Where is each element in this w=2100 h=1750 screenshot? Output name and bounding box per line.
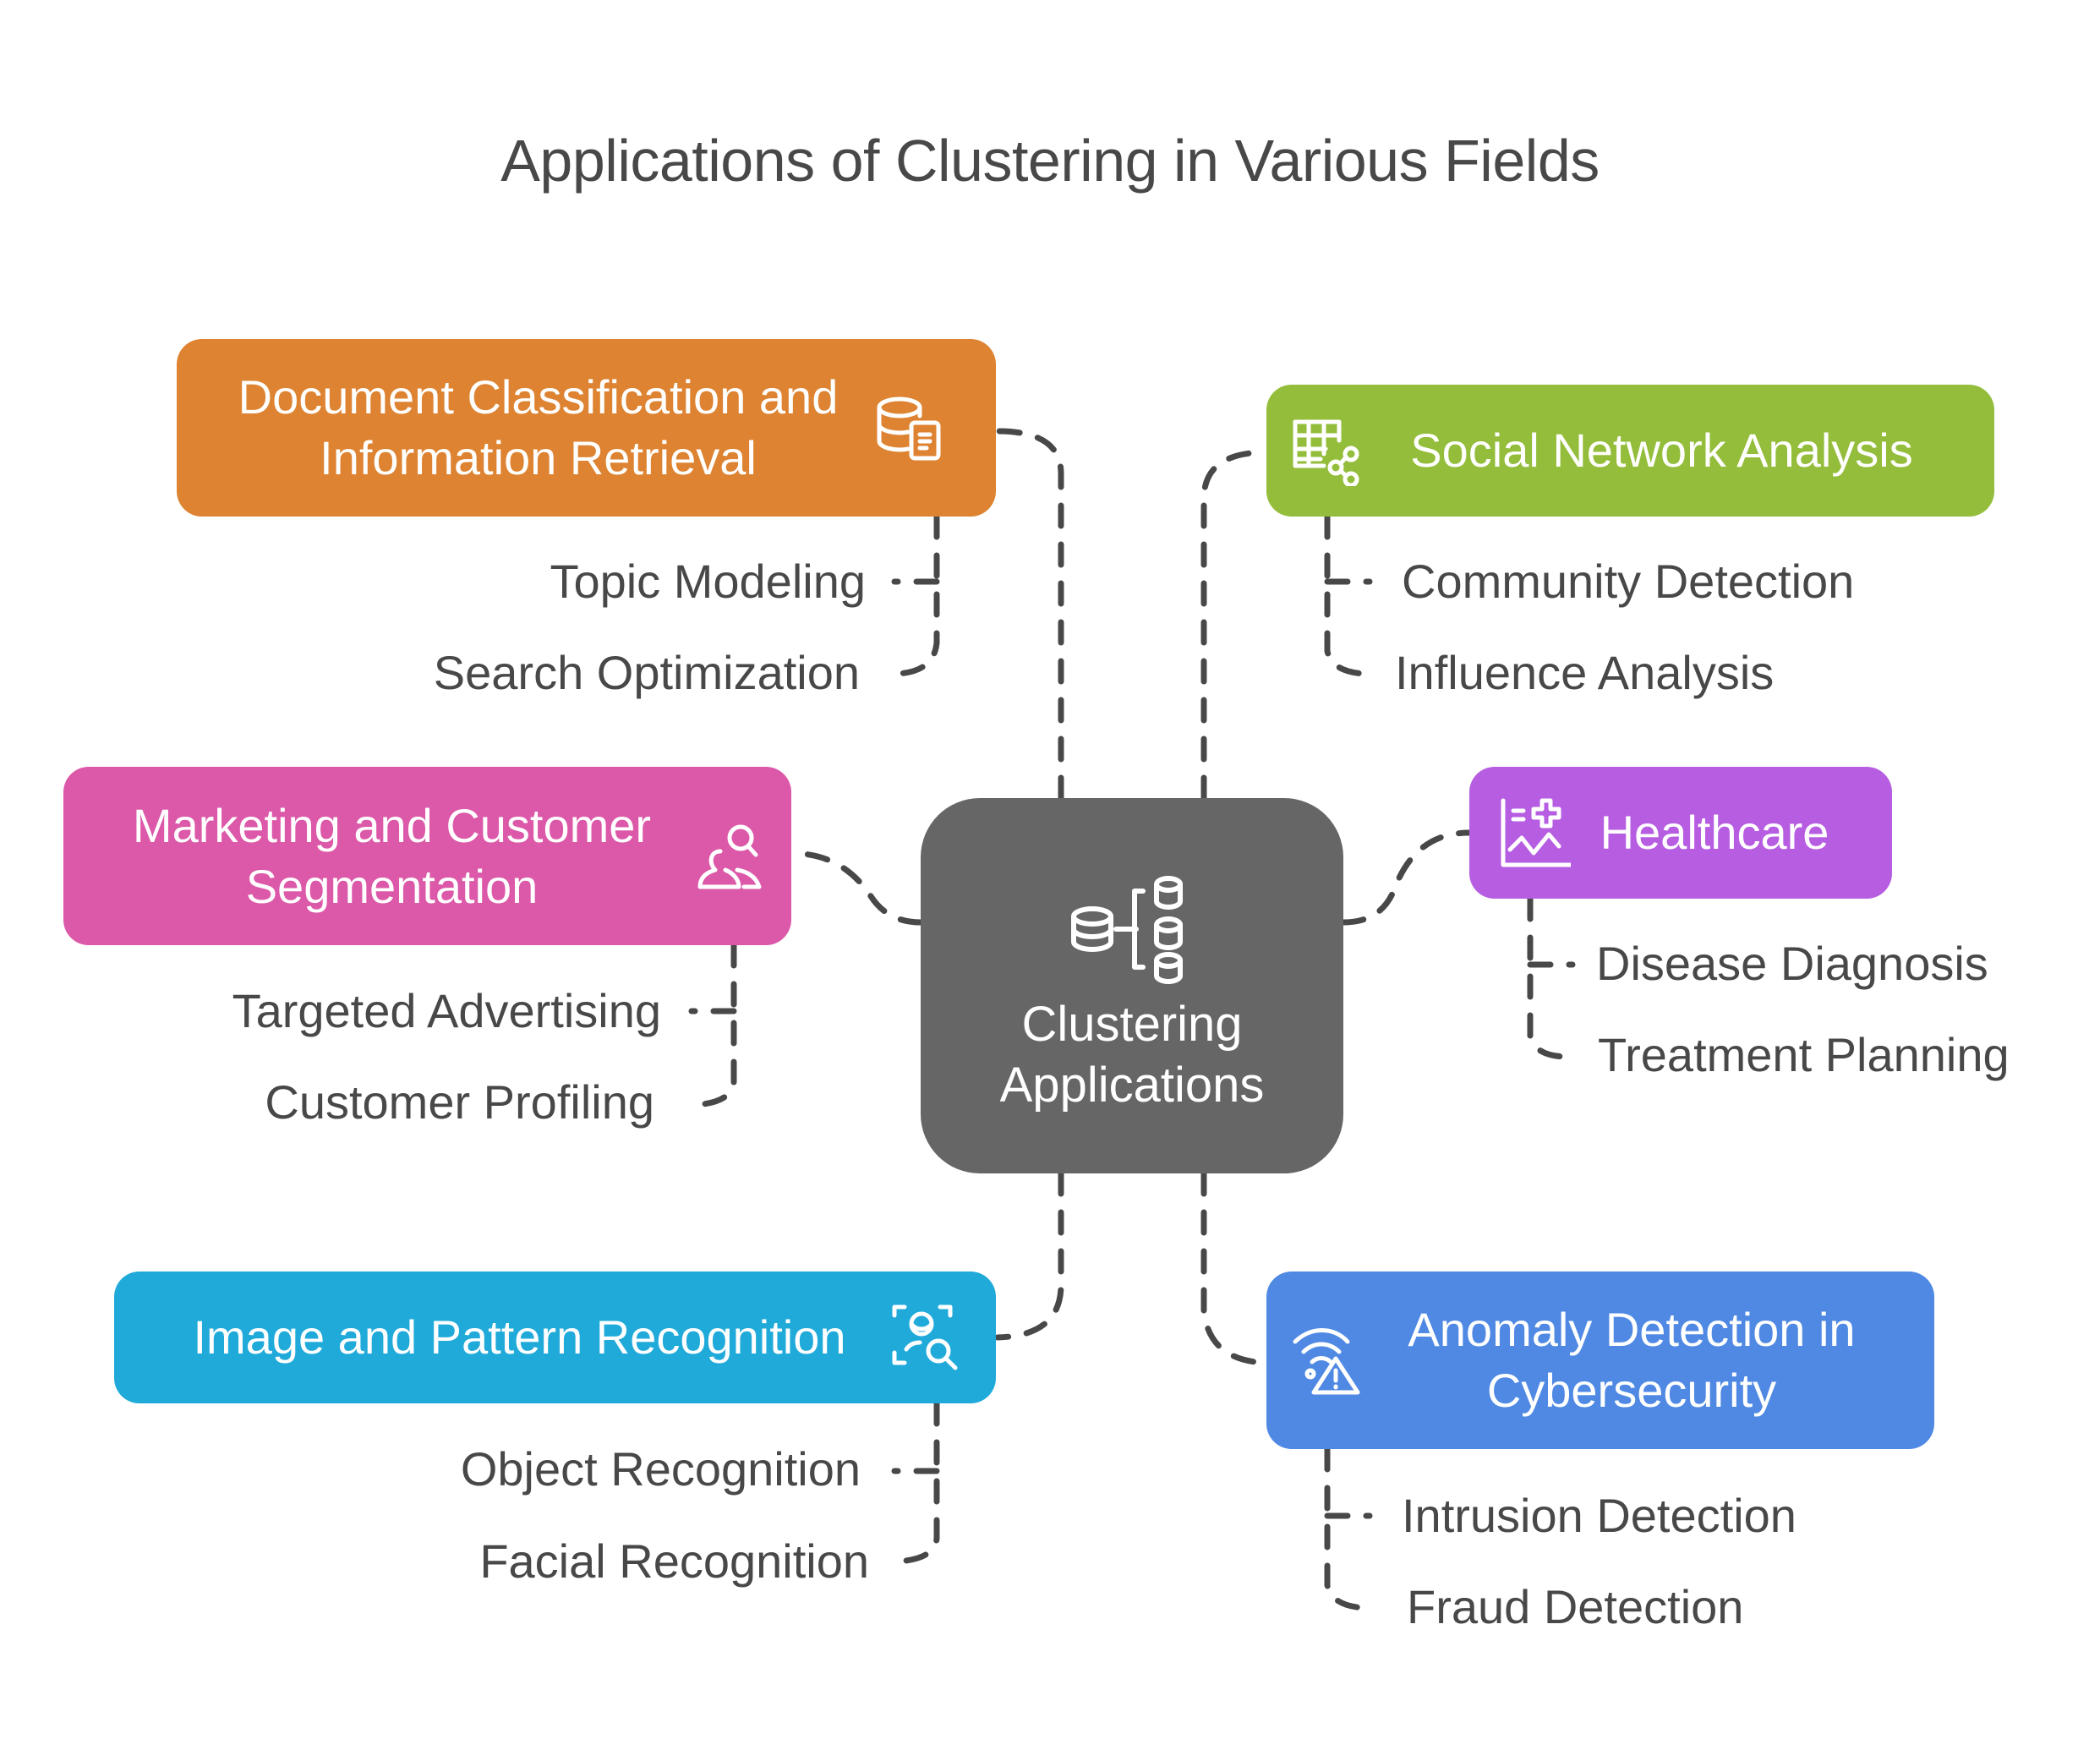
sub-disease-diagnosis: Disease Diagnosis: [1596, 937, 1988, 990]
sub-treatment-planning: Treatment Planning: [1598, 1028, 2010, 1081]
branch-social: Social Network Analysis: [1266, 385, 1994, 517]
center-label: Clustering Applications: [999, 997, 1265, 1113]
people-search-icon: [695, 821, 766, 892]
connector-document-children: [893, 513, 940, 677]
sub-search-optimization: Search Optimization: [433, 646, 860, 699]
wifi-warning-icon: [1292, 1325, 1363, 1396]
face-scan-search-icon: [891, 1302, 962, 1373]
connector-healthcare-children: [1527, 895, 1572, 1060]
branch-social-label: Social Network Analysis: [1410, 424, 1913, 477]
connector-marketing-children: [690, 942, 737, 1108]
center-node: Clustering Applications: [921, 798, 1343, 1173]
medical-chart-icon: [1500, 797, 1573, 868]
branch-image-label: Image and Pattern Recognition: [193, 1310, 846, 1364]
sub-fraud-detection: Fraud Detection: [1407, 1580, 1744, 1633]
branch-document: Document Classification and Information …: [177, 339, 996, 517]
sub-influence-analysis: Influence Analysis: [1395, 646, 1775, 699]
branch-anomaly-label: Anomaly Detection in Cybersecurity: [1408, 1303, 1856, 1417]
diagram-title: Applications of Clustering in Various Fi…: [500, 128, 1600, 194]
connector-social-children: [1324, 513, 1369, 677]
branch-marketing: Marketing and Customer Segmentation: [63, 767, 791, 945]
connector-image-children: [893, 1400, 940, 1565]
sub-community-detection: Community Detection: [1402, 555, 1855, 608]
branch-anomaly: Anomaly Detection in Cybersecurity: [1266, 1271, 1934, 1449]
database-document-icon: [874, 392, 945, 463]
connector-center-anomaly: [1200, 1170, 1270, 1366]
table-network-icon: [1292, 415, 1363, 488]
database-cluster-icon: [1069, 857, 1195, 984]
connector-center-image: [994, 1170, 1064, 1341]
branch-healthcare: Healthcare: [1469, 767, 1892, 899]
sub-object-recognition: Object Recognition: [460, 1442, 861, 1496]
branch-healthcare-label: Healthcare: [1600, 806, 1829, 859]
sub-targeted-advertising: Targeted Advertising: [232, 984, 661, 1037]
branch-document-label: Document Classification and Information …: [238, 370, 839, 484]
sub-customer-profiling: Customer Profiling: [265, 1075, 654, 1129]
connector-center-document: [994, 428, 1064, 801]
connector-center-healthcare: [1340, 829, 1473, 926]
sub-intrusion-detection: Intrusion Detection: [1402, 1489, 1796, 1542]
sub-facial-recognition: Facial Recognition: [479, 1534, 869, 1588]
connector-center-social: [1200, 449, 1270, 801]
connector-anomaly-children: [1324, 1446, 1369, 1611]
connector-center-marketing: [800, 850, 924, 926]
sub-topic-modeling: Topic Modeling: [550, 555, 866, 608]
branch-marketing-label: Marketing and Customer Segmentation: [132, 798, 652, 913]
branch-image: Image and Pattern Recognition: [114, 1271, 996, 1403]
